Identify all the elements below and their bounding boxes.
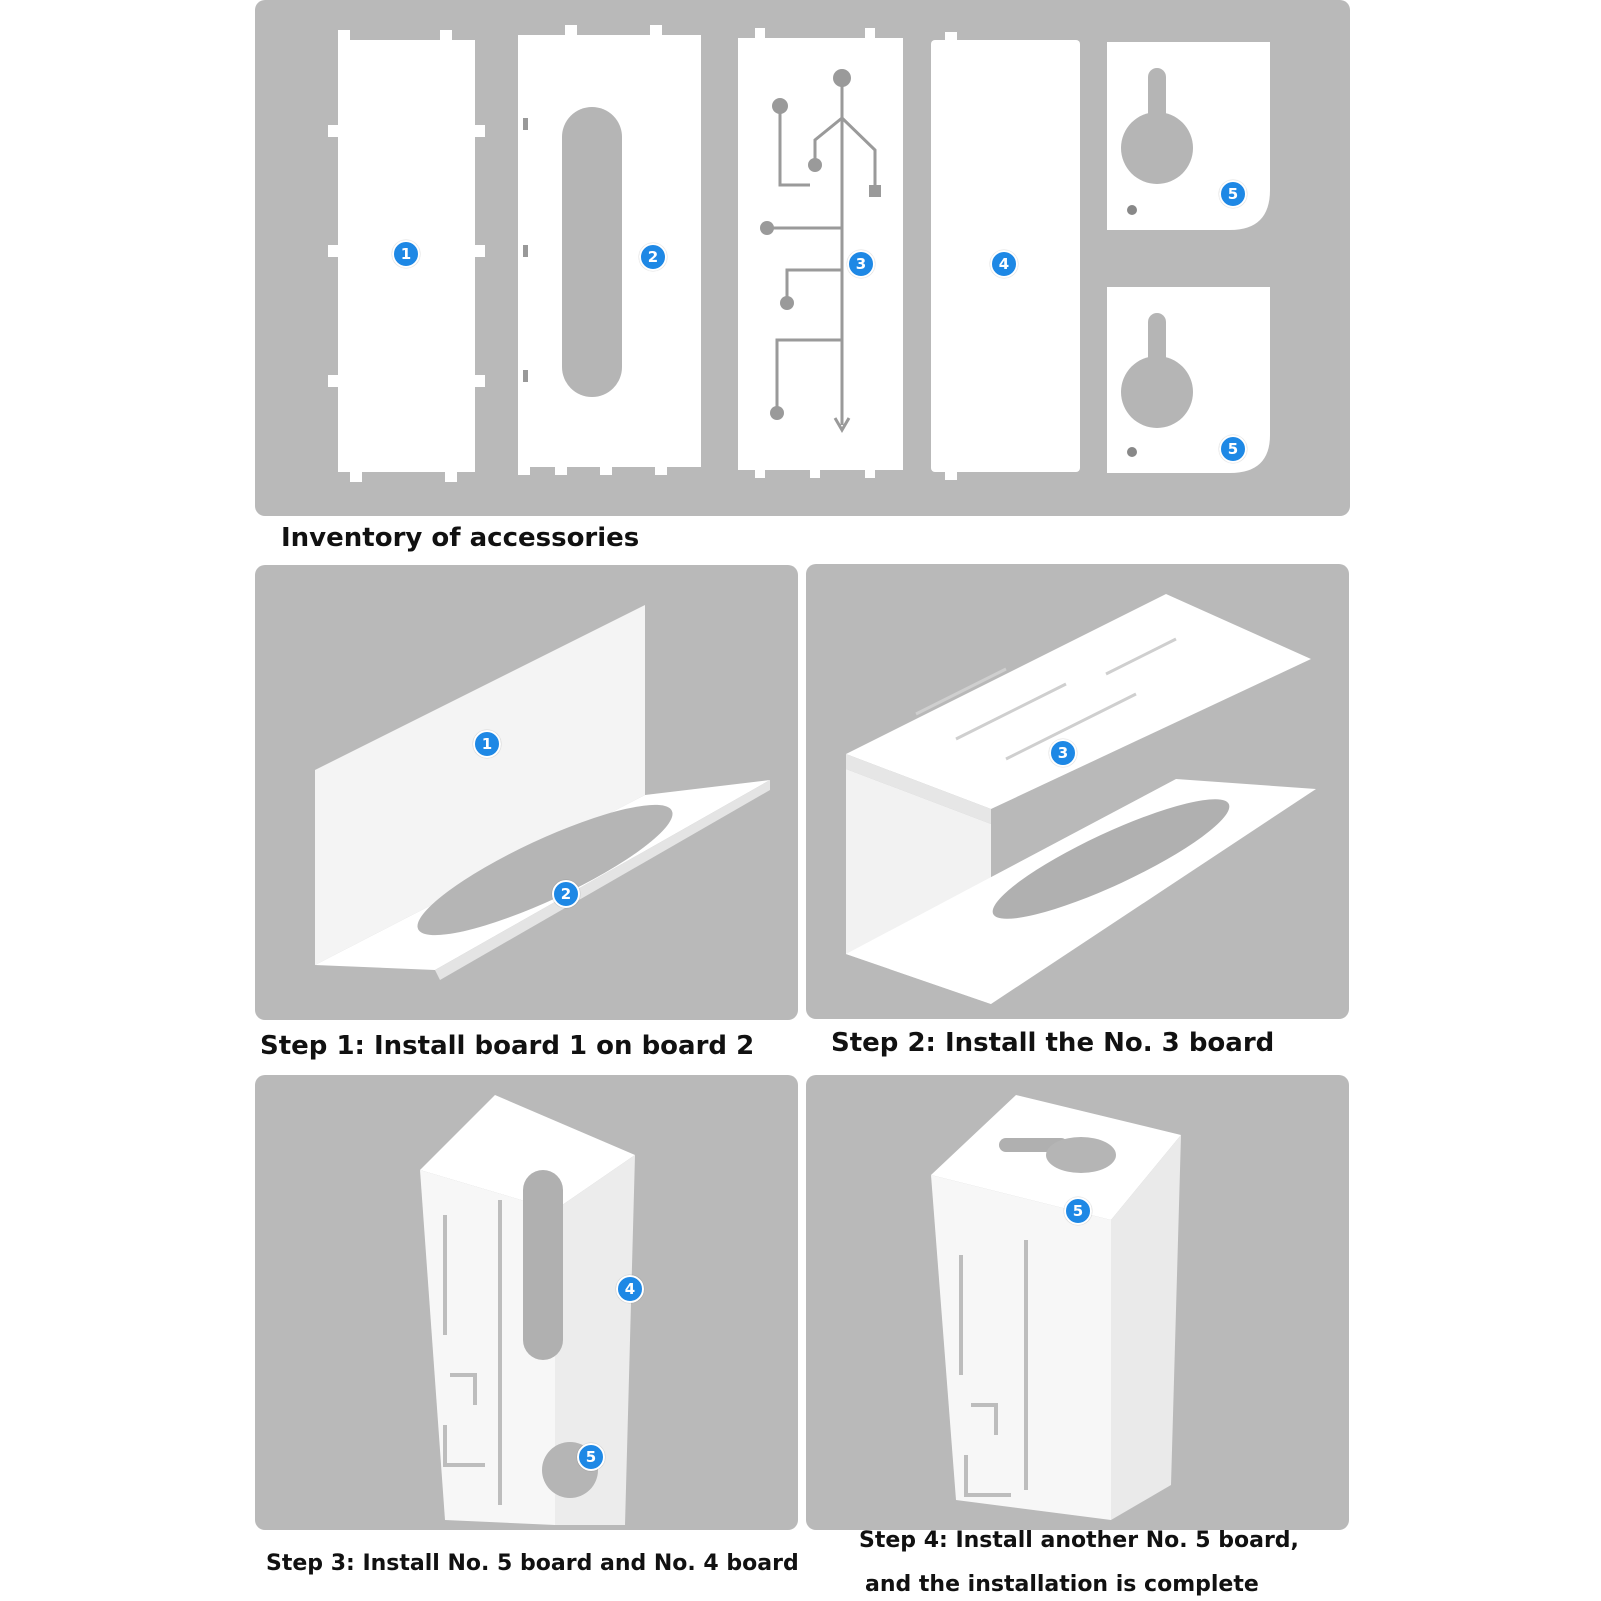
badge-step4-board-5: 5 [1064, 1197, 1092, 1225]
step-1-panel: 1 2 [255, 565, 798, 1020]
board-5-top-illustration [1107, 42, 1270, 230]
badge-step3-board-5: 5 [577, 1443, 605, 1471]
board-2-illustration [518, 25, 701, 475]
badge-step2-board-3: 3 [1049, 739, 1077, 767]
board-5-bottom-illustration [1107, 287, 1270, 473]
badge-board-3: 3 [847, 250, 875, 278]
badge-board-2: 2 [639, 243, 667, 271]
badge-board-5-bottom: 5 [1219, 435, 1247, 463]
caption-step-4-line-2: and the installation is complete [865, 1572, 1259, 1597]
caption-step-1: Step 1: Install board 1 on board 2 [260, 1031, 755, 1061]
caption-step-2: Step 2: Install the No. 3 board [831, 1028, 1275, 1058]
step-1-illustration [315, 605, 770, 980]
badge-board-4: 4 [990, 250, 1018, 278]
badge-board-5-top: 5 [1219, 180, 1247, 208]
caption-step-4-line-1: Step 4: Install another No. 5 board, [859, 1528, 1299, 1553]
step-4-panel: 5 [806, 1075, 1349, 1530]
board-3-illustration [738, 28, 903, 478]
badge-step3-board-4: 4 [616, 1275, 644, 1303]
step-2-panel: 3 [806, 564, 1349, 1019]
inventory-panel: 1 2 3 4 5 5 [255, 0, 1350, 516]
caption-step-3: Step 3: Install No. 5 board and No. 4 bo… [266, 1551, 799, 1576]
caption-inventory: Inventory of accessories [281, 523, 640, 553]
inventory-illustration [328, 25, 1270, 482]
badge-board-1: 1 [392, 240, 420, 268]
badge-step1-board-2: 2 [552, 880, 580, 908]
badge-step1-board-1: 1 [473, 730, 501, 758]
step-3-panel: 4 5 [255, 1075, 798, 1530]
step-2-illustration [846, 594, 1316, 1004]
step-3-illustration [420, 1095, 635, 1525]
step-4-illustration [931, 1095, 1181, 1520]
